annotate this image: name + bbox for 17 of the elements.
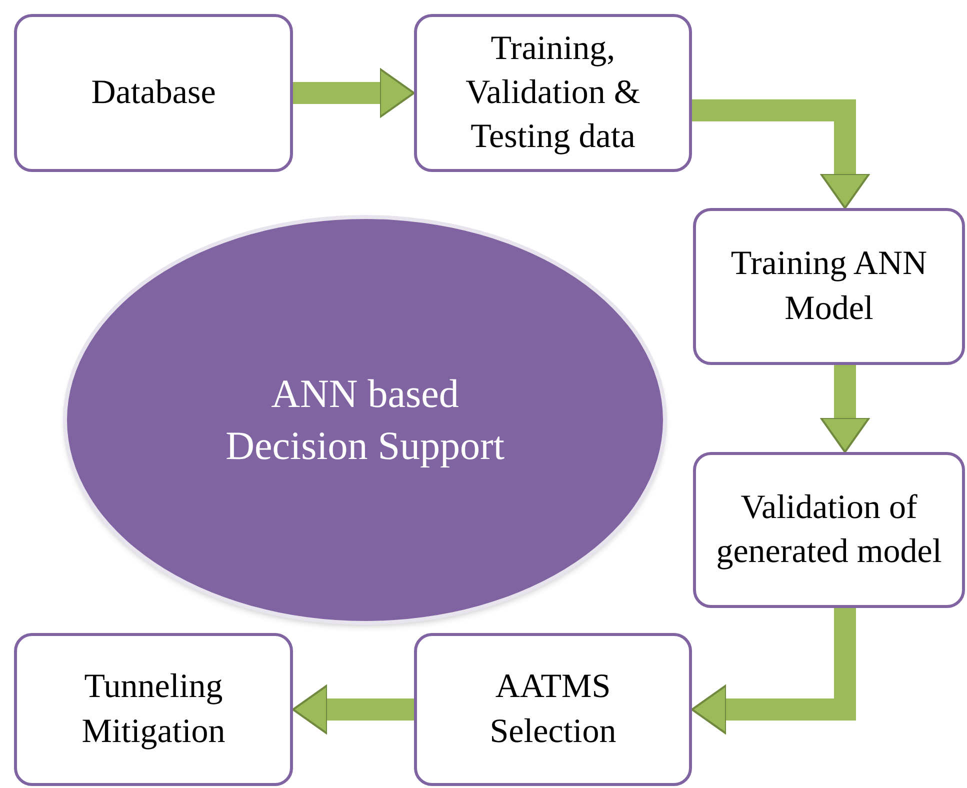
process-box	[693, 452, 965, 608]
block-arrow	[293, 68, 415, 118]
node-label: Tunneling Mitigation	[80, 667, 226, 752]
node-label: ANN based Decision Support	[224, 370, 506, 470]
node-label: Database	[91, 72, 216, 113]
process-box	[414, 633, 692, 786]
block-arrow	[292, 684, 414, 734]
node-label: Training ANN Model	[730, 244, 928, 328]
node-label: Validation of generated model	[715, 488, 943, 572]
node-label: Training, Validation & Testing data	[464, 28, 642, 158]
process-box	[414, 14, 692, 172]
process-box	[693, 208, 965, 365]
block-arrow	[692, 99, 870, 209]
process-box	[14, 14, 293, 172]
process-box	[14, 633, 293, 786]
block-arrow	[820, 365, 870, 453]
node-label: AATMS Selection	[488, 667, 618, 752]
